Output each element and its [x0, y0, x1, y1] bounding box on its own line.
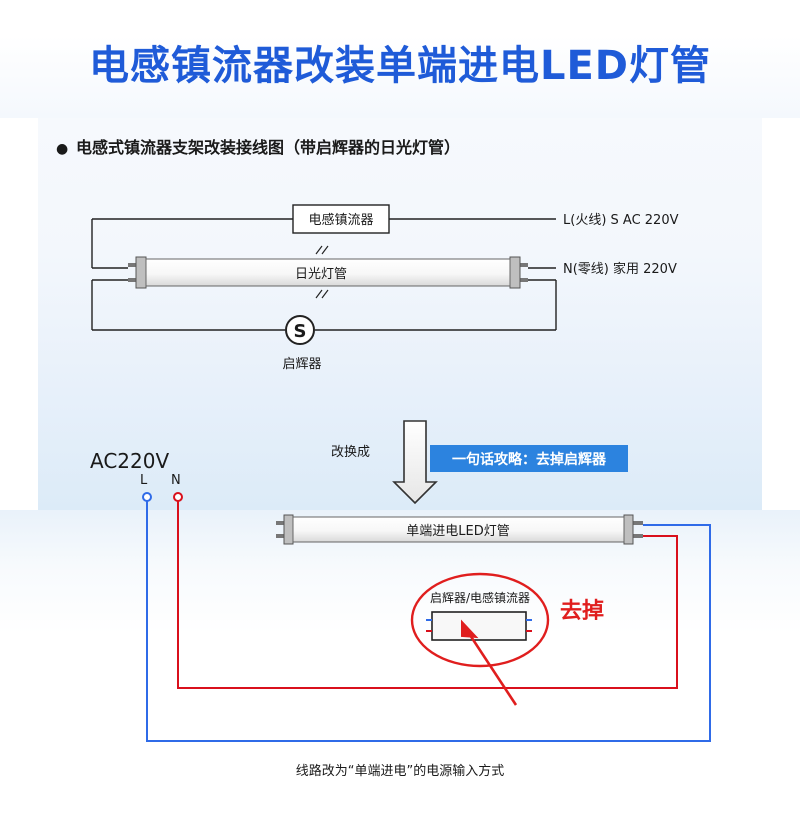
down-arrow-icon: [392, 420, 438, 505]
led-cap-left: [283, 514, 294, 545]
break-mark-top-1: [315, 245, 323, 255]
n-terminal-label: N: [171, 473, 181, 488]
pointer-arrow-shaft: [466, 631, 518, 706]
page-title: 电感镇流器改装单端进电LED灯管: [88, 43, 711, 89]
l-terminal-label: L: [140, 473, 148, 488]
neutral-label: N(零线) 家用 220V: [563, 261, 677, 277]
led-tube: [276, 514, 643, 545]
diagram-panel-lower: [0, 510, 800, 820]
section-bullet: ●: [56, 141, 68, 157]
neutral-wire: [146, 500, 711, 742]
diagram-panel: [38, 118, 762, 510]
starter-symbol: S: [294, 321, 307, 342]
break-mark-bottom-1: [315, 289, 323, 299]
title-band: [0, 0, 800, 118]
led-tube-body: [292, 516, 625, 543]
removed-component-box: [431, 611, 527, 641]
pointer-arrow-icon: [461, 619, 479, 639]
tip-badge: [430, 445, 628, 472]
led-pin-left-bottom: [276, 534, 284, 538]
removed-label: 启辉器/电感镇流器: [430, 590, 530, 605]
old-circuit: [91, 218, 557, 331]
fluorescent-tube: [128, 245, 528, 299]
source-label: AC220V: [90, 449, 169, 473]
change-label: 改换成: [331, 445, 370, 460]
remove-text: 去掉: [560, 599, 604, 624]
led-cap-right: [623, 514, 634, 545]
tube-pin-left-top: [128, 263, 136, 267]
removed-highlight: [410, 572, 550, 668]
tube-cap-left: [135, 256, 147, 289]
tube-pin-left-bottom: [128, 278, 136, 282]
tube-body: [145, 258, 511, 287]
led-pin-right-bottom: [633, 534, 643, 538]
led-tube-label: 单端进电LED灯管: [406, 524, 509, 539]
led-pin-left-top: [276, 521, 284, 525]
starter-icon: [285, 315, 315, 345]
break-mark-bottom-2: [321, 289, 329, 299]
tube-pin-right-bottom: [520, 278, 528, 282]
ballast-box: [292, 204, 390, 234]
n-terminal-icon: [173, 492, 183, 502]
section-heading: 电感式镇流器支架改装接线图（带启辉器的日光灯管）: [76, 138, 460, 157]
starter-label: 启辉器: [282, 357, 321, 372]
tube-pin-right-top: [520, 263, 528, 267]
led-pin-right-top: [633, 521, 643, 525]
tube-label: 日光灯管: [295, 267, 347, 282]
caption: 线路改为“单端进电”的电源输入方式: [296, 763, 504, 779]
tip-text: 一句话攻略：去掉启辉器: [452, 451, 607, 468]
tube-cap-right: [509, 256, 521, 289]
live-label: L(火线) S AC 220V: [563, 213, 679, 228]
l-terminal-icon: [142, 492, 152, 502]
break-mark-top-2: [321, 245, 329, 255]
live-wire: [177, 500, 678, 689]
ballast-label: 电感镇流器: [308, 212, 373, 228]
